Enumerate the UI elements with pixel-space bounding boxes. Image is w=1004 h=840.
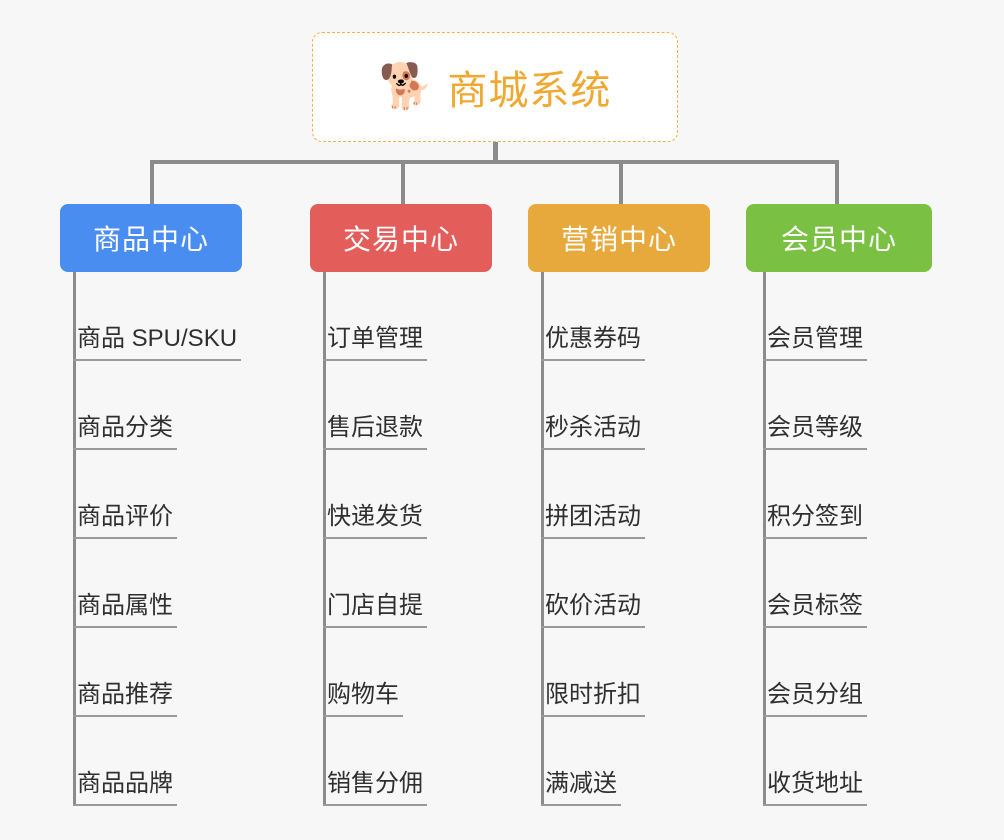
list-item-label: 购物车: [323, 674, 403, 717]
list-item-label: 快递发货: [323, 496, 427, 539]
list-item-label: 商品 SPU/SKU: [73, 318, 242, 361]
list-item-label: 会员等级: [763, 407, 867, 450]
connector-drop-product: [150, 160, 154, 208]
list-item-label: 订单管理: [323, 318, 427, 361]
category-header-trade-center[interactable]: 交易中心: [310, 204, 492, 272]
list-item[interactable]: 商品品牌: [73, 717, 241, 806]
list-item-label: 拼团活动: [541, 496, 645, 539]
list-item[interactable]: 商品属性: [73, 539, 241, 628]
shiba-dog-icon: 🐕: [378, 61, 434, 112]
list-item[interactable]: 收货地址: [763, 717, 867, 806]
list-item-label: 会员分组: [763, 674, 867, 717]
list-item-label: 商品属性: [73, 585, 177, 628]
list-item-label: 销售分佣: [323, 763, 427, 806]
list-item[interactable]: 商品 SPU/SKU: [73, 272, 242, 361]
category-header-member-center[interactable]: 会员中心: [746, 204, 932, 272]
category-header-marketing-center[interactable]: 营销中心: [528, 204, 710, 272]
list-item-label: 商品品牌: [73, 763, 177, 806]
list-item[interactable]: 商品评价: [73, 450, 241, 539]
list-item-label: 砍价活动: [541, 585, 645, 628]
list-item[interactable]: 商品分类: [73, 361, 241, 450]
root-node[interactable]: 🐕 商城系统: [312, 32, 678, 142]
list-item-label: 满减送: [541, 763, 621, 806]
list-item-label: 秒杀活动: [541, 407, 645, 450]
item-list-product-center: 商品 SPU/SKU 商品分类 商品评价 商品属性 商品推荐 商品品牌: [73, 272, 242, 806]
list-item[interactable]: 快递发货: [323, 450, 427, 539]
connector-horizontal-bus: [150, 160, 839, 164]
list-item[interactable]: 秒杀活动: [541, 361, 645, 450]
category-label: 会员中心: [780, 224, 897, 255]
list-item-label: 会员管理: [763, 318, 867, 361]
list-item-label: 积分签到: [763, 496, 867, 539]
list-item[interactable]: 订单管理: [323, 272, 427, 361]
list-item[interactable]: 购物车: [323, 628, 427, 717]
item-list-marketing-center: 优惠券码 秒杀活动 拼团活动 砍价活动 限时折扣 满减送: [541, 272, 645, 806]
list-item[interactable]: 销售分佣: [323, 717, 427, 806]
connector-drop-marketing: [619, 160, 623, 208]
category-label: 交易中心: [342, 224, 459, 255]
list-item[interactable]: 砍价活动: [541, 539, 645, 628]
list-item[interactable]: 会员标签: [763, 539, 867, 628]
list-item[interactable]: 积分签到: [763, 450, 867, 539]
list-item[interactable]: 优惠券码: [541, 272, 645, 361]
list-item-label: 商品评价: [73, 496, 177, 539]
connector-drop-member: [835, 160, 839, 208]
list-item[interactable]: 满减送: [541, 717, 645, 806]
list-item[interactable]: 拼团活动: [541, 450, 645, 539]
list-item-label: 限时折扣: [541, 674, 645, 717]
category-label: 商品中心: [92, 224, 209, 255]
connector-drop-trade: [401, 160, 405, 208]
list-item-label: 门店自提: [323, 585, 427, 628]
category-label: 营销中心: [560, 224, 677, 255]
connector-root-stub: [493, 142, 498, 164]
list-item-label: 售后退款: [323, 407, 427, 450]
list-item-label: 商品推荐: [73, 674, 177, 717]
list-item[interactable]: 售后退款: [323, 361, 427, 450]
list-item-label: 收货地址: [763, 763, 867, 806]
category-header-product-center[interactable]: 商品中心: [60, 204, 242, 272]
list-item[interactable]: 会员等级: [763, 361, 867, 450]
root-title: 商城系统: [447, 69, 612, 113]
list-item-label: 会员标签: [763, 585, 867, 628]
item-list-trade-center: 订单管理 售后退款 快递发货 门店自提 购物车 销售分佣: [323, 272, 427, 806]
list-item[interactable]: 限时折扣: [541, 628, 645, 717]
list-item-label: 商品分类: [73, 407, 177, 450]
list-item[interactable]: 商品推荐: [73, 628, 241, 717]
item-list-member-center: 会员管理 会员等级 积分签到 会员标签 会员分组 收货地址: [763, 272, 867, 806]
list-item[interactable]: 会员管理: [763, 272, 867, 361]
list-item[interactable]: 会员分组: [763, 628, 867, 717]
list-item-label: 优惠券码: [541, 318, 645, 361]
list-item[interactable]: 门店自提: [323, 539, 427, 628]
